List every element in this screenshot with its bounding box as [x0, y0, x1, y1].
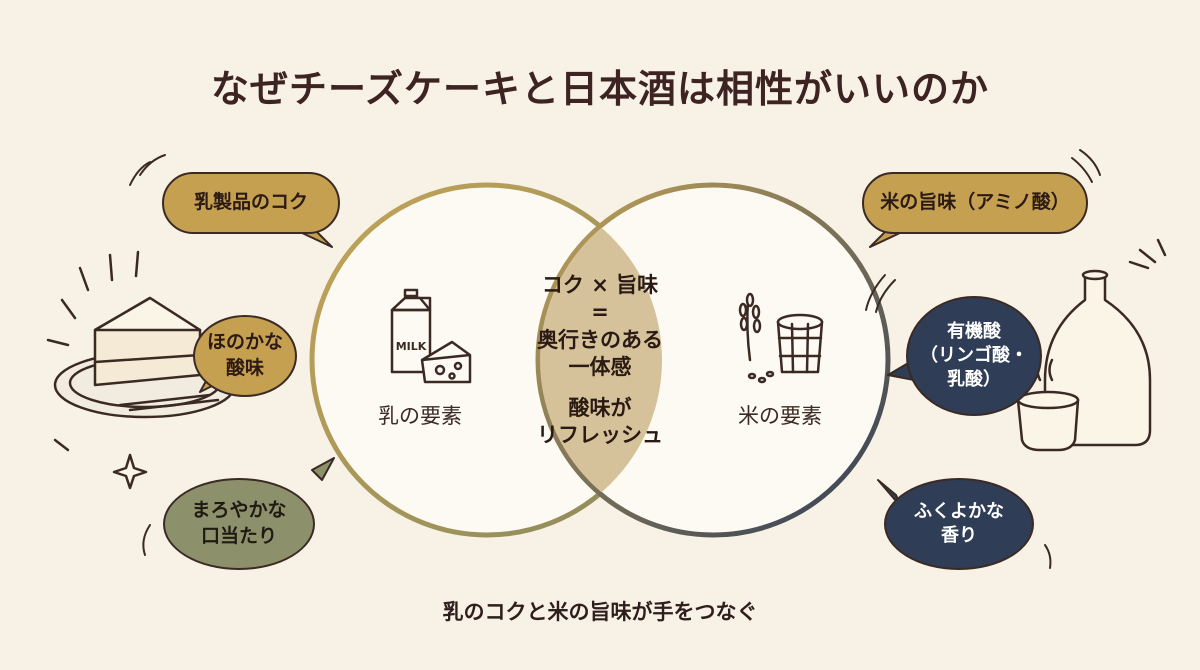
page-title: なぜチーズケーキと日本酒は相性がいいのか	[210, 67, 990, 111]
bubble-mellow-texture-line2: 口当たり	[200, 525, 277, 547]
overlap-line-depth: 奥行きのある	[537, 327, 663, 352]
sake-set-illustration	[1016, 238, 1167, 452]
overlap-line-unity: 一体感	[568, 354, 632, 379]
bubble-rice-umami-text: 米の旨味（アミノ酸）	[880, 191, 1070, 214]
bottom-caption: 乳のコクと米の旨味が手をつなぐ	[442, 600, 758, 624]
left-circle-label: 乳の要素	[378, 404, 462, 428]
bubble-organic-acids-line2: （リンゴ酸・	[920, 344, 1028, 366]
bubble-dairy-richness: 乳製品のコク	[162, 172, 340, 234]
cheese-icon	[420, 340, 472, 384]
overlap-line-refresh: リフレッシュ	[537, 423, 663, 448]
bubble-mellow-texture: まろやかな 口当たり	[163, 478, 315, 570]
right-circle-label: 米の要素	[738, 404, 822, 428]
milk-label: MILK	[396, 340, 427, 353]
rice-barrel-icon	[738, 292, 824, 384]
bubble-rich-aroma-line2: 香り	[941, 525, 977, 546]
bubble-light-acidity-line2: 酸味	[225, 357, 264, 379]
bubble-organic-acids: 有機酸 （リンゴ酸・ 乳酸）	[906, 296, 1042, 416]
bubble-organic-acids-line3: 乳酸）	[947, 369, 1001, 391]
overlap-line-equals: =	[591, 300, 609, 325]
overlap-text-block: コク × 旨味 = 奥行きのある 一体感 酸味が リフレッシュ	[520, 272, 680, 450]
bubble-light-acidity: ほのかな 酸味	[193, 315, 297, 397]
overlap-line-acidity: 酸味が	[568, 396, 632, 421]
milk-carton-icon: MILK	[390, 288, 432, 374]
bubble-mellow-texture-line1: まろやかな	[191, 499, 287, 522]
overlap-region	[540, 187, 662, 533]
overlap-line-richness-umami: コク × 旨味	[541, 273, 659, 297]
bubble-rice-umami: 米の旨味（アミノ酸）	[862, 172, 1088, 234]
venn-diagram	[309, 182, 891, 538]
bubble-light-acidity-line1: ほのかな	[206, 331, 283, 354]
bubble-dairy-richness-text: 乳製品のコク	[193, 191, 308, 214]
sketch-accents	[129, 149, 1101, 569]
bubble-rich-aroma-line1: ふくよかな	[914, 500, 1004, 522]
bubble-rich-aroma: ふくよかな 香り	[884, 478, 1034, 570]
bubble-organic-acids-line1: 有機酸	[947, 320, 1001, 342]
